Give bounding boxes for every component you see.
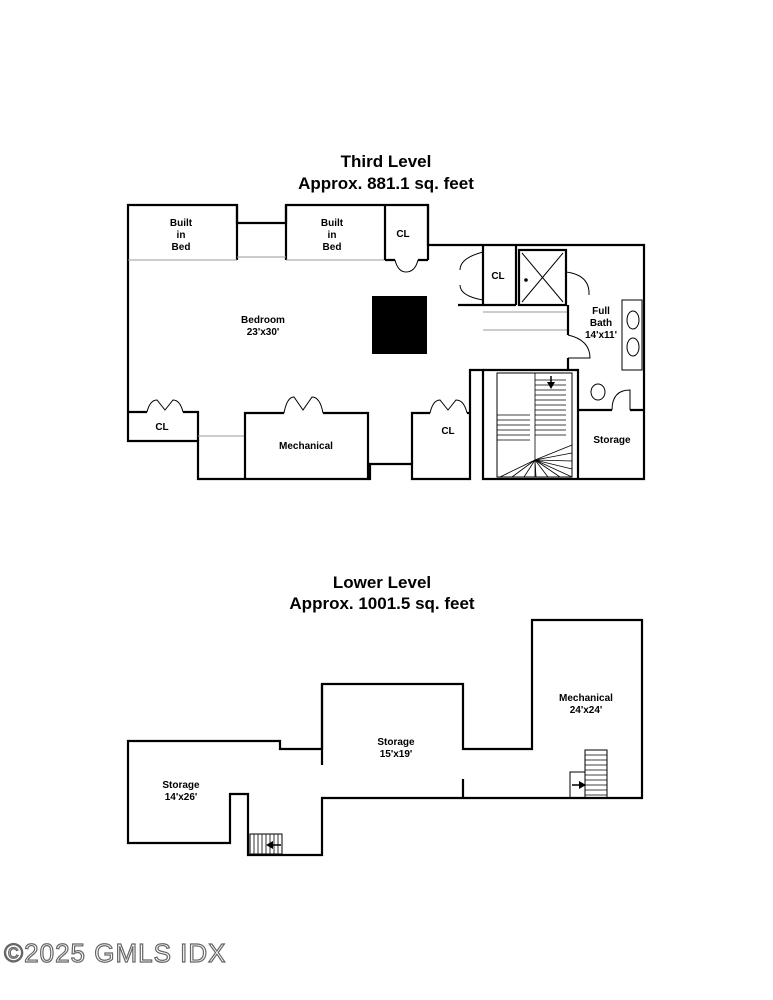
winder-tread bbox=[534, 459, 573, 470]
winder-tread bbox=[534, 459, 573, 478]
built-in-bed-2-label: Built in Bed bbox=[321, 218, 344, 253]
svg-text:Built: Built bbox=[170, 218, 193, 229]
cl-mid-walls bbox=[458, 245, 518, 307]
svg-text:24'x24': 24'x24' bbox=[570, 705, 603, 716]
cl-right-label: CL bbox=[441, 426, 454, 437]
cl-top-label: CL bbox=[396, 229, 409, 240]
cl-right-walls bbox=[410, 411, 470, 464]
storage-label: Storage bbox=[593, 435, 631, 446]
svg-text:14'x11': 14'x11' bbox=[585, 330, 617, 341]
watermark: ©2025 GMLS IDX bbox=[4, 938, 226, 968]
shower-door bbox=[565, 271, 590, 296]
bath-door bbox=[567, 334, 591, 359]
lower-partition bbox=[320, 684, 465, 798]
mechanical-door bbox=[283, 396, 324, 414]
sink-2 bbox=[626, 337, 640, 357]
sink-1 bbox=[626, 310, 640, 330]
svg-text:Bedroom: Bedroom bbox=[241, 315, 285, 326]
svg-text:Storage: Storage bbox=[377, 737, 415, 748]
cl-mid-door bbox=[459, 251, 484, 301]
cl-mid-label: CL bbox=[491, 271, 504, 282]
third-level-plan: Third Level Approx. 881.1 sq. feet bbox=[126, 152, 646, 481]
cl-right-door bbox=[429, 399, 468, 414]
cl-top-walls bbox=[383, 205, 430, 262]
svg-text:14'x26': 14'x26' bbox=[165, 792, 198, 803]
third-level-title: Third Level bbox=[341, 152, 432, 171]
shower-drain bbox=[524, 278, 528, 282]
svg-text:15'x19': 15'x19' bbox=[380, 749, 413, 760]
lower-stair-treads-1 bbox=[253, 834, 279, 854]
stair-arrow-icon bbox=[547, 382, 555, 389]
lower-level-plan: Lower Level Approx. 1001.5 sq. feet Stor… bbox=[126, 573, 644, 857]
stair-walls bbox=[483, 368, 580, 479]
svg-text:in: in bbox=[177, 230, 186, 241]
storage-door bbox=[611, 389, 631, 411]
storage-mid-label: Storage 15'x19' bbox=[377, 737, 415, 760]
svg-text:Bed: Bed bbox=[323, 242, 342, 253]
cl-left-walls bbox=[128, 410, 200, 441]
third-level-area: Approx. 881.1 sq. feet bbox=[298, 174, 474, 193]
winder-tread bbox=[499, 459, 536, 478]
winder-tread bbox=[534, 444, 573, 461]
svg-text:Built: Built bbox=[321, 218, 344, 229]
winder-tread bbox=[534, 459, 561, 478]
storage-left-label: Storage 14'x26' bbox=[162, 780, 200, 803]
svg-text:23'x30': 23'x30' bbox=[247, 327, 280, 338]
winder-tread bbox=[534, 459, 549, 478]
bedroom-label: Bedroom 23'x30' bbox=[241, 315, 285, 338]
lower-level-title: Lower Level bbox=[333, 573, 431, 592]
cl-top-door bbox=[394, 259, 419, 273]
winder-tread bbox=[523, 459, 536, 478]
lower-stair-treads-2 bbox=[585, 754, 607, 796]
toilet bbox=[590, 383, 606, 401]
chimney-block bbox=[372, 296, 427, 354]
vanity bbox=[621, 299, 643, 371]
svg-text:Bath: Bath bbox=[590, 318, 612, 329]
lower-level-area: Approx. 1001.5 sq. feet bbox=[289, 594, 475, 613]
cl-left-label: CL bbox=[155, 422, 168, 433]
mechanical-walls bbox=[243, 411, 370, 479]
svg-text:in: in bbox=[328, 230, 337, 241]
svg-text:Full: Full bbox=[592, 306, 610, 317]
svg-text:Mechanical: Mechanical bbox=[559, 693, 613, 704]
cl-left-door bbox=[146, 399, 184, 413]
winder-tread bbox=[534, 452, 573, 461]
winder-tread bbox=[511, 459, 536, 478]
lower-arrow-icon-1 bbox=[266, 841, 273, 849]
winder-tread bbox=[534, 459, 537, 478]
stair-treads bbox=[497, 373, 573, 478]
shower-lines bbox=[521, 252, 564, 303]
mechanical-label: Mechanical bbox=[279, 441, 333, 452]
shower bbox=[517, 248, 568, 307]
built-in-bed-1-label: Built in Bed bbox=[170, 218, 193, 253]
winder-tread bbox=[534, 459, 573, 462]
lower-stairs-2 bbox=[584, 749, 608, 799]
full-bath-label: Full Bath 14'x11' bbox=[585, 306, 617, 341]
lower-arrow-icon-2 bbox=[579, 781, 586, 789]
mechanical-lower-label: Mechanical 24'x24' bbox=[559, 693, 613, 716]
svg-text:Bed: Bed bbox=[172, 242, 191, 253]
svg-text:Storage: Storage bbox=[162, 780, 200, 791]
